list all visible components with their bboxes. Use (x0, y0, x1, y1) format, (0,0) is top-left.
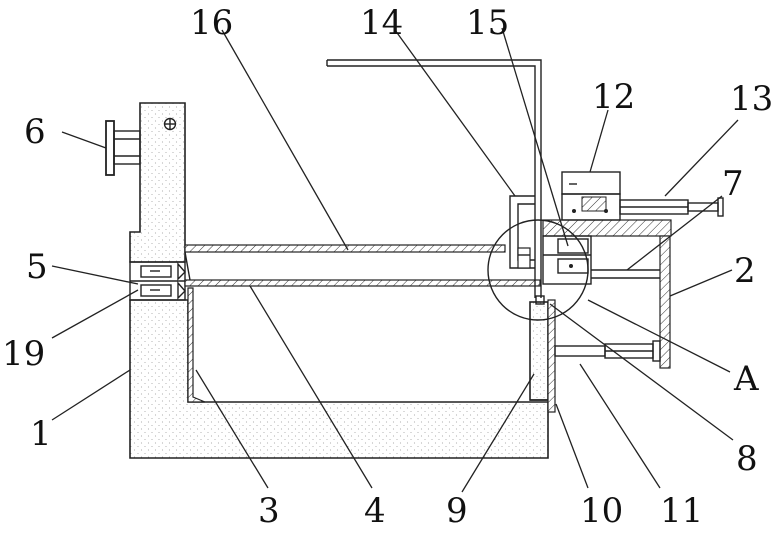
label-13: 13 (730, 79, 773, 119)
right-wall-2 (660, 236, 670, 368)
label-12: 12 (592, 77, 635, 117)
label-2: 2 (734, 251, 756, 291)
label-6: 6 (24, 112, 46, 152)
label-11: 11 (660, 491, 703, 531)
label-19: 19 (2, 334, 45, 374)
label-1: 1 (30, 414, 52, 454)
side-flange (106, 121, 140, 175)
label-5: 5 (26, 247, 48, 287)
label-10: 10 (580, 491, 623, 531)
label-14: 14 (360, 3, 403, 43)
label-A: A (733, 359, 759, 399)
lower-plate (185, 252, 540, 286)
label-16: 16 (190, 3, 233, 43)
side-door (530, 296, 555, 412)
clamp-bracket (510, 196, 535, 268)
flange-neck (114, 131, 140, 164)
control-box (562, 172, 620, 220)
label-4: 4 (364, 491, 386, 531)
bearing-block (130, 262, 185, 300)
flange-plate (106, 121, 114, 175)
vertical-post (130, 103, 185, 262)
cover-rod (327, 60, 541, 298)
inner-liner (188, 288, 205, 402)
post-body (130, 103, 185, 262)
label-9: 9 (446, 491, 468, 531)
push-rod-lower (555, 341, 660, 361)
label-15: 15 (466, 3, 509, 43)
display-screen-icon (582, 197, 606, 211)
door-panel (530, 302, 548, 400)
label-3: 3 (258, 491, 280, 531)
label-8: 8 (736, 439, 758, 479)
label-7: 7 (722, 164, 744, 204)
